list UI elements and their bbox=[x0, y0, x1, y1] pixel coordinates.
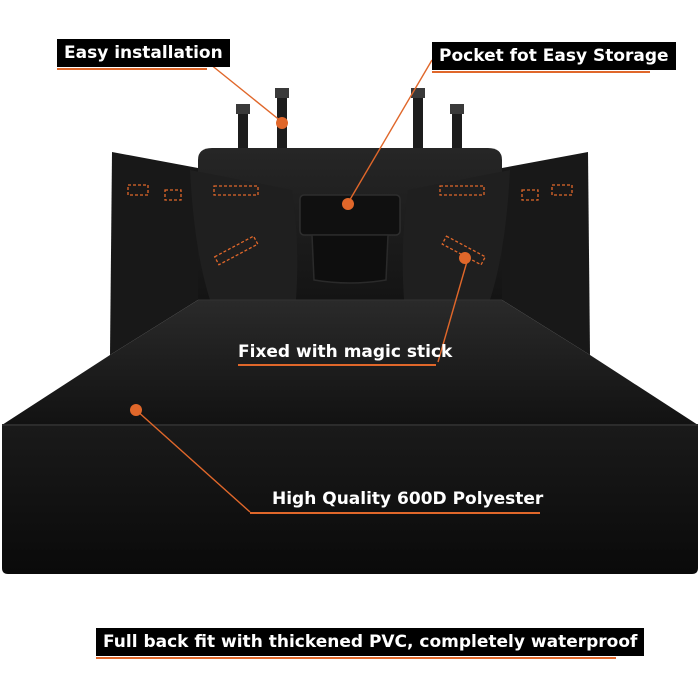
polyester-label: High Quality 600D Polyester bbox=[272, 489, 544, 509]
easy-installation-label: Easy installation bbox=[57, 39, 230, 67]
waterproof-underline bbox=[96, 657, 616, 659]
waterproof-label: Full back fit with thickened PVC, comple… bbox=[96, 628, 645, 656]
magic-stick-label: Fixed with magic stick bbox=[238, 342, 453, 362]
polyester-underline bbox=[250, 512, 540, 514]
easy-installation-underline bbox=[57, 68, 207, 70]
storage-pocket bbox=[299, 194, 401, 284]
pocket-storage-underline bbox=[432, 71, 650, 73]
magic-stick-underline bbox=[238, 364, 436, 366]
callout-dots bbox=[130, 117, 471, 416]
right-side-flap bbox=[502, 152, 590, 355]
bumper-flap bbox=[2, 425, 698, 574]
cargo-floor bbox=[2, 300, 698, 425]
pocket-storage-label: Pocket fot Easy Storage bbox=[432, 42, 676, 70]
callout-leaders bbox=[135, 59, 469, 513]
left-side-flap bbox=[110, 152, 198, 355]
